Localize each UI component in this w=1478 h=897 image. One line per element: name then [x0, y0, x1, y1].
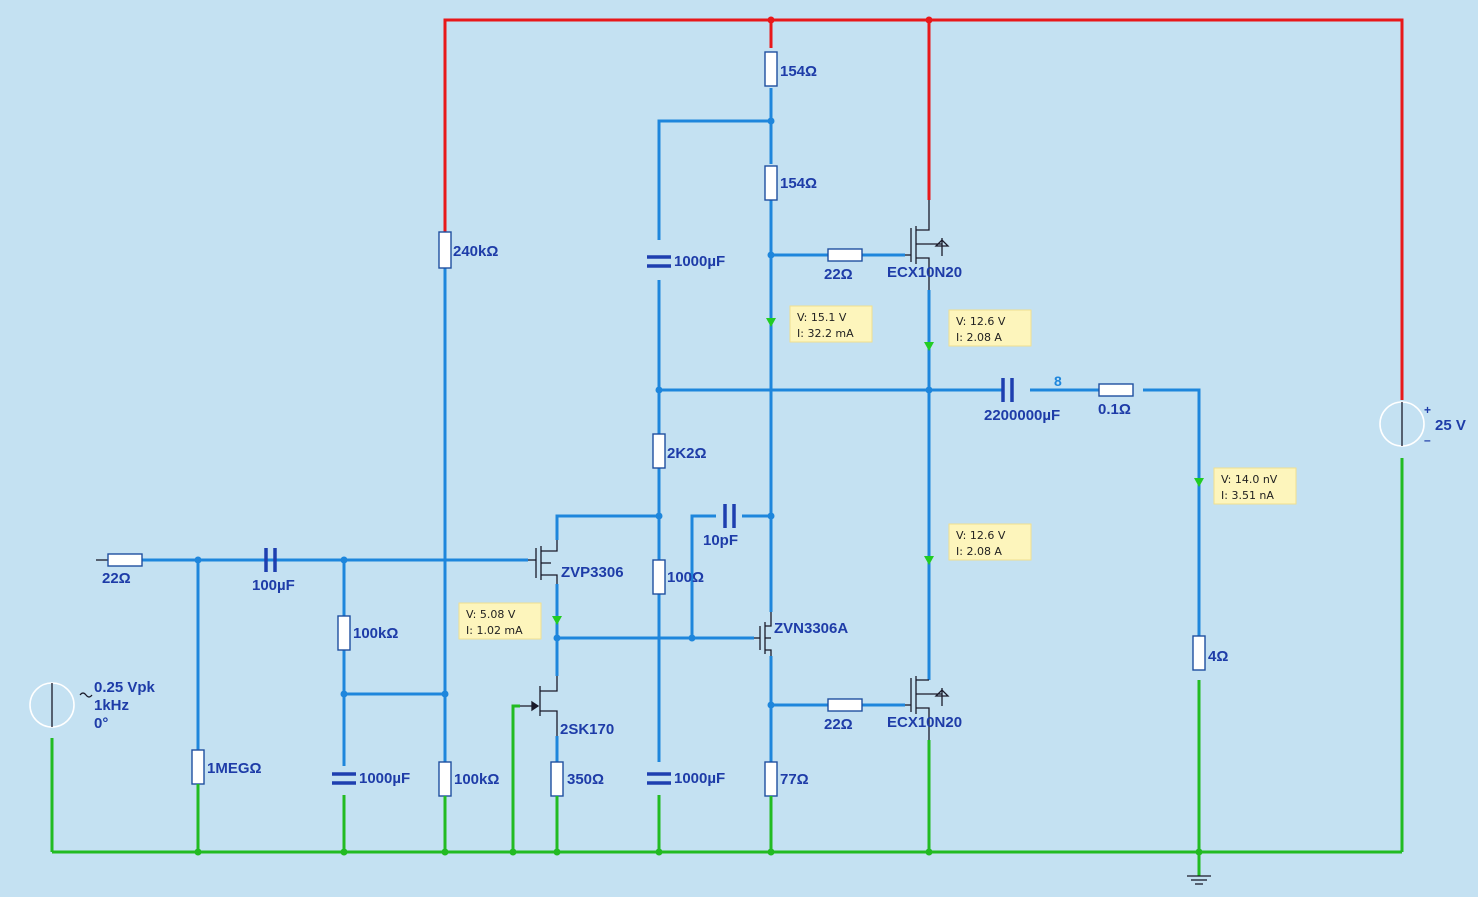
ac-source[interactable]	[29, 682, 93, 728]
label-c-in: 100µF	[252, 577, 295, 594]
svg-text:V: 12.6 V: V: 12.6 V	[956, 315, 1006, 328]
svg-text:V: 12.6 V: V: 12.6 V	[956, 529, 1006, 542]
capacitor-input[interactable]	[264, 548, 277, 572]
resistor-100k-b[interactable]	[438, 761, 452, 808]
component-labels: 22Ω 100µF 1MEGΩ 100kΩ 1000µF 240kΩ 100kΩ…	[94, 63, 1466, 788]
resistor-gate-bot[interactable]	[827, 698, 863, 712]
label-r-100k-b: 100kΩ	[454, 771, 499, 788]
label-r-100k-a: 100kΩ	[353, 625, 398, 642]
label-r-154-b: 154Ω	[780, 175, 817, 192]
transistor-ecx10n20-bot[interactable]	[905, 676, 950, 740]
resistor-240k[interactable]	[438, 231, 452, 269]
resistor-output[interactable]	[1098, 383, 1134, 397]
label-c-out: 2200000µF	[984, 407, 1060, 424]
label-q-zvn: ZVN3306A	[774, 620, 848, 637]
resistor-77[interactable]	[764, 761, 778, 808]
transistor-zvp3306[interactable]	[528, 540, 558, 584]
label-r-gate-top: 22Ω	[824, 266, 853, 283]
label-r-1meg: 1MEGΩ	[207, 760, 262, 777]
resistor-350[interactable]	[550, 761, 564, 808]
label-c-1000u-a: 1000µF	[359, 770, 410, 787]
probe-box: V: 12.6 V I: 2.08 A	[948, 523, 1032, 561]
resistor-100[interactable]	[652, 559, 666, 595]
svg-text:I: 32.2 mA: I: 32.2 mA	[797, 327, 854, 340]
resistor-154-a[interactable]	[764, 51, 778, 87]
probe-box: V: 15.1 V I: 32.2 mA	[789, 305, 873, 343]
label-r-100: 100Ω	[667, 569, 704, 586]
capacitor-output[interactable]	[1001, 378, 1014, 402]
label-source-phase: 0°	[94, 715, 108, 732]
label-q-zvp: ZVP3306	[561, 564, 624, 581]
label-r-load: 4Ω	[1208, 648, 1228, 665]
label-q-bot: ECX10N20	[887, 714, 962, 731]
label-c-10p: 10pF	[703, 532, 738, 549]
transistor-ecx10n20-top[interactable]	[905, 200, 950, 290]
label-supply-minus: –	[1424, 433, 1431, 447]
supply-rail	[443, 16, 1404, 400]
label-supply-plus: +	[1424, 403, 1431, 417]
signal-wires	[142, 88, 1201, 766]
transistor-zvn3306a[interactable]	[754, 612, 772, 656]
label-supply: 25 V	[1435, 417, 1466, 434]
label-source-amplitude: 0.25 Vpk	[94, 679, 156, 696]
svg-text:V: 15.1 V: V: 15.1 V	[797, 311, 847, 324]
svg-text:I: 3.51 nA: I: 3.51 nA	[1221, 489, 1274, 502]
label-q-top: ECX10N20	[887, 264, 962, 281]
resistor-load[interactable]	[1192, 635, 1206, 671]
svg-text:V: 5.08 V: V: 5.08 V	[466, 608, 516, 621]
probe-box: V: 14.0 nV I: 3.51 nA	[1213, 467, 1297, 505]
resistor-154-b[interactable]	[764, 165, 778, 201]
resistor-1meg[interactable]	[191, 749, 205, 798]
label-r-240k: 240kΩ	[453, 243, 498, 260]
label-q-2sk: 2SK170	[560, 721, 614, 738]
label-r-2k2: 2K2Ω	[667, 445, 707, 462]
probe-arrows	[552, 318, 1204, 625]
ground-symbol	[1187, 875, 1211, 885]
capacitor-1000u-a[interactable]	[332, 772, 356, 785]
svg-text:I: 1.02 mA: I: 1.02 mA	[466, 624, 523, 637]
label-r-gate-bot: 22Ω	[824, 716, 853, 733]
resistor-input[interactable]	[96, 553, 150, 567]
resistor-gate-top[interactable]	[827, 248, 863, 262]
resistor-2k2[interactable]	[652, 433, 666, 469]
label-r-out: 0.1Ω	[1098, 401, 1131, 418]
svg-text:I: 2.08 A: I: 2.08 A	[956, 331, 1002, 344]
label-r-77: 77Ω	[780, 771, 809, 788]
label-source-frequency: 1kHz	[94, 697, 129, 714]
capacitor-10p[interactable]	[723, 504, 736, 528]
probe-box: V: 12.6 V I: 2.08 A	[948, 309, 1032, 347]
dc-source[interactable]	[1379, 401, 1425, 447]
label-r-in: 22Ω	[102, 570, 131, 587]
svg-text:V: 14.0 nV: V: 14.0 nV	[1221, 473, 1278, 486]
capacitor-1000u-bot[interactable]	[647, 772, 671, 785]
probe-box: V: 5.08 V I: 1.02 mA	[458, 602, 542, 640]
resistor-100k-a[interactable]	[337, 615, 351, 651]
label-c-1000u-bot: 1000µF	[674, 770, 725, 787]
svg-text:I: 2.08 A: I: 2.08 A	[956, 545, 1002, 558]
label-r-350: 350Ω	[567, 771, 604, 788]
transistor-2sk170[interactable]	[520, 676, 558, 736]
capacitor-1000u-top[interactable]	[647, 255, 671, 268]
net-label-output: 8	[1054, 373, 1062, 389]
ground-rail	[50, 458, 1404, 876]
label-r-154-a: 154Ω	[780, 63, 817, 80]
label-c-1000u-top: 1000µF	[674, 253, 725, 270]
